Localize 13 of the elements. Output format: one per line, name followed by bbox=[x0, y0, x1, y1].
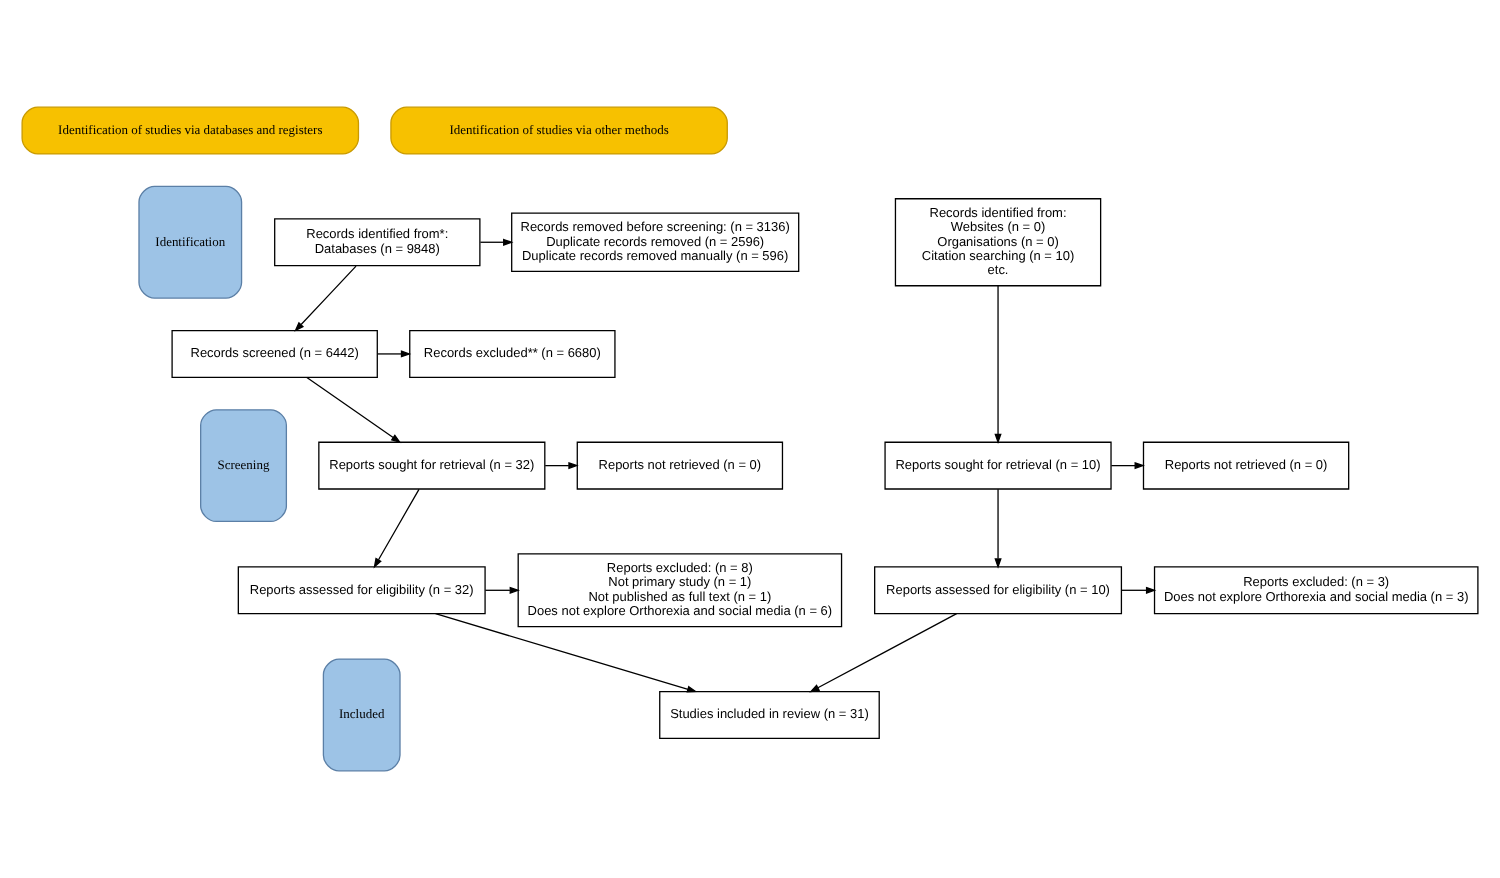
arrow bbox=[994, 285, 1002, 445]
arrow bbox=[434, 613, 698, 693]
arrow bbox=[294, 265, 357, 332]
arrow bbox=[544, 462, 579, 470]
arrow bbox=[306, 376, 402, 444]
arrow bbox=[377, 350, 412, 358]
arrow bbox=[373, 488, 420, 569]
arrow bbox=[1121, 586, 1157, 594]
arrow bbox=[809, 613, 958, 693]
arrow bbox=[484, 586, 520, 594]
arrow bbox=[1110, 462, 1145, 470]
arrow bbox=[479, 238, 514, 246]
arrow bbox=[994, 488, 1002, 569]
